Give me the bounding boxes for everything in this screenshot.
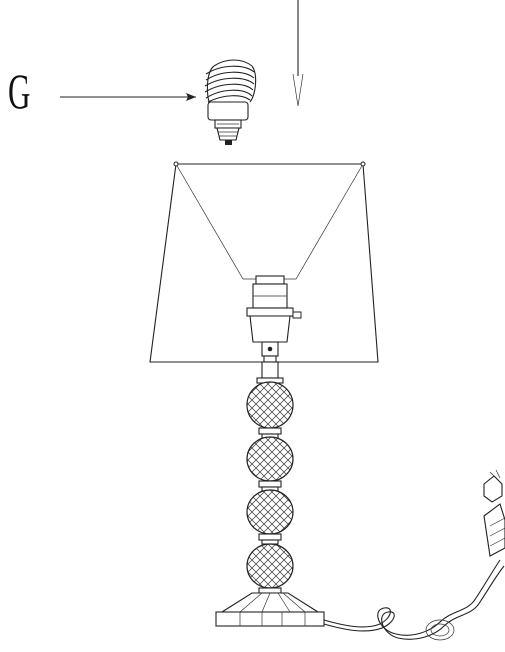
power-cord-icon bbox=[323, 559, 505, 641]
callout-label-g: G bbox=[8, 63, 31, 119]
lamp-base-icon bbox=[215, 361, 325, 627]
callout-arrow bbox=[60, 93, 196, 101]
plug-icon bbox=[483, 469, 505, 557]
socket-icon bbox=[246, 275, 302, 363]
bulb-icon bbox=[204, 59, 257, 145]
arrow-icon bbox=[292, 0, 304, 107]
